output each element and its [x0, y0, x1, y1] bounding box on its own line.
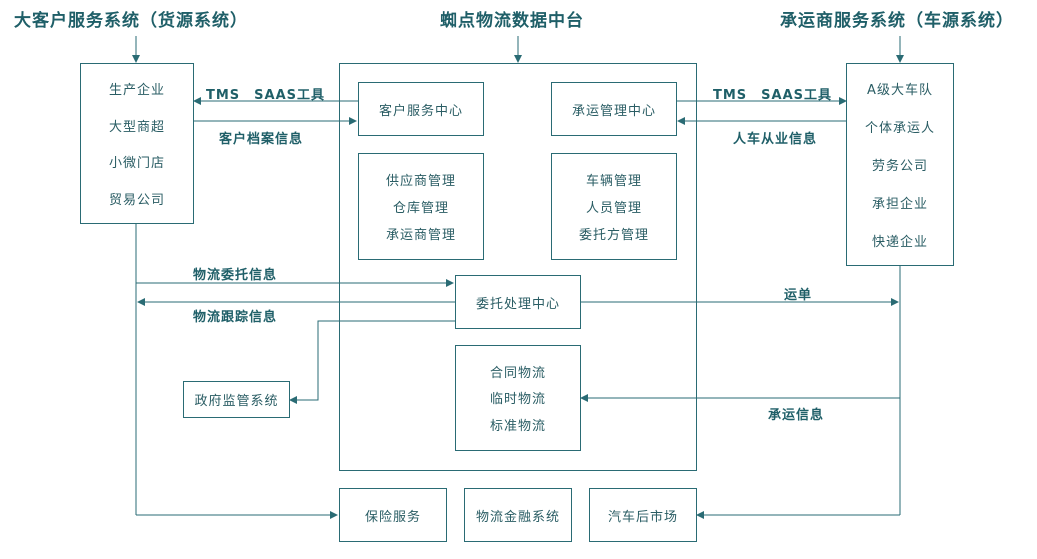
contract-item: 合同物流: [489, 365, 546, 381]
carrier-item: A级大车队: [867, 83, 933, 99]
order-processing-center: 委托处理中心: [455, 275, 581, 329]
gov-supervision-box: 政府监管系统: [183, 381, 290, 418]
insurance-box: 保险服务: [339, 488, 447, 542]
label-driver-info: 人车从业信息: [733, 132, 818, 147]
contract-logistics-box: 合同物流 临时物流 标准物流: [455, 345, 581, 451]
carrier-system-box: A级大车队 个体承运人 劳务公司 承担企业 快递企业: [846, 63, 954, 266]
cargo-item: 大型商超: [108, 119, 165, 135]
label-carrier-info: 承运信息: [768, 408, 825, 423]
customer-service-center: 客户服务中心: [358, 82, 484, 136]
vehicle-item: 车辆管理: [585, 174, 642, 189]
supplier-management-box: 供应商管理 仓库管理 承运商管理: [358, 153, 484, 260]
supplier-item: 供应商管理: [385, 174, 456, 189]
contract-item: 标准物流: [489, 419, 546, 435]
carrier-item: 承担企业: [871, 196, 928, 212]
label-waybill: 运单: [784, 288, 813, 303]
label-tms-right: TMS SAAS工具: [713, 88, 833, 103]
vehicle-management-box: 车辆管理 人员管理 委托方管理: [551, 153, 677, 260]
label-client-files: 客户档案信息: [219, 132, 304, 147]
contract-item: 临时物流: [489, 392, 546, 408]
title-data-platform: 蜘点物流数据中台: [440, 11, 584, 31]
label-order-info: 物流委托信息: [193, 268, 278, 283]
auto-aftermarket-box: 汽车后市场: [589, 488, 697, 542]
label-tms-left: TMS SAAS工具: [206, 88, 326, 103]
carrier-management-center: 承运管理中心: [551, 82, 677, 136]
cargo-item: 生产企业: [108, 82, 165, 98]
vehicle-item: 委托方管理: [578, 228, 649, 243]
supplier-item: 仓库管理: [392, 201, 449, 216]
label-tracking-info: 物流跟踪信息: [193, 310, 278, 325]
title-carrier-system: 承运商服务系统（车源系统）: [780, 11, 1014, 31]
cargo-item: 贸易公司: [108, 193, 165, 209]
arrow-gov: [289, 320, 455, 404]
vehicle-item: 人员管理: [585, 201, 642, 216]
data-platform-box: [339, 63, 697, 471]
cargo-system-box: 生产企业 大型商超 小微门店 贸易公司: [80, 63, 194, 224]
title-cargo-system: 大客户服务系统（货源系统）: [14, 11, 248, 31]
carrier-item: 个体承运人: [864, 121, 935, 137]
cargo-item: 小微门店: [108, 156, 165, 172]
carrier-item: 劳务公司: [871, 158, 928, 174]
supplier-item: 承运商管理: [385, 228, 456, 243]
logistics-finance-box: 物流金融系统: [464, 488, 572, 542]
carrier-item: 快递企业: [871, 234, 928, 250]
